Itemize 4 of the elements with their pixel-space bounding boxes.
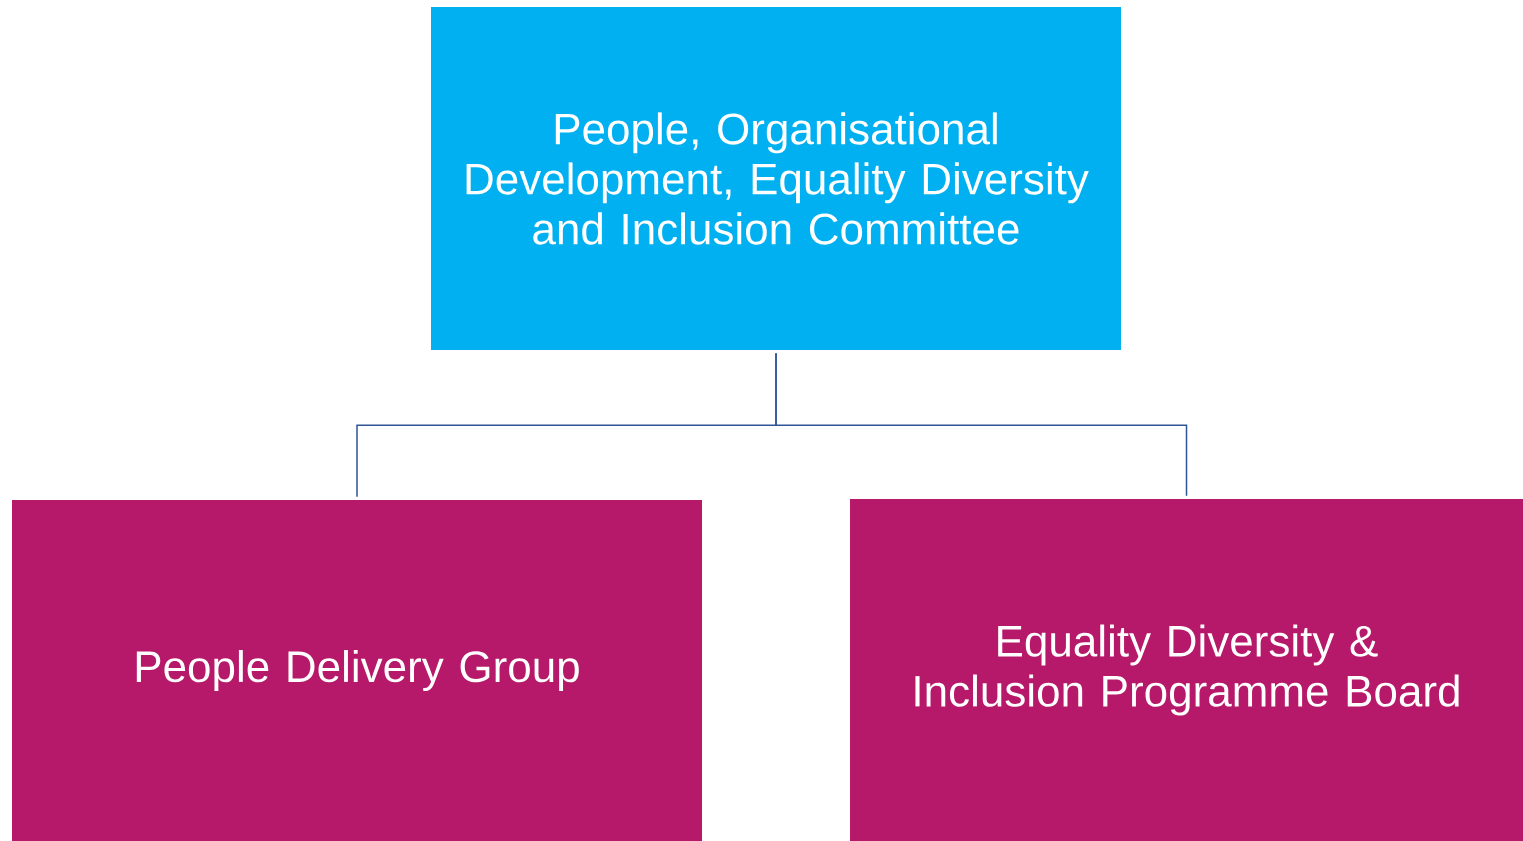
org-box: Equality Diversity & Inclusion Programme Board — [850, 499, 1523, 841]
connector-line — [775, 352, 1188, 497]
org-box: People, Organisational Development, Equality Diversity and Inclusion Committee — [431, 7, 1121, 350]
org-box: People Delivery Group — [12, 500, 702, 841]
